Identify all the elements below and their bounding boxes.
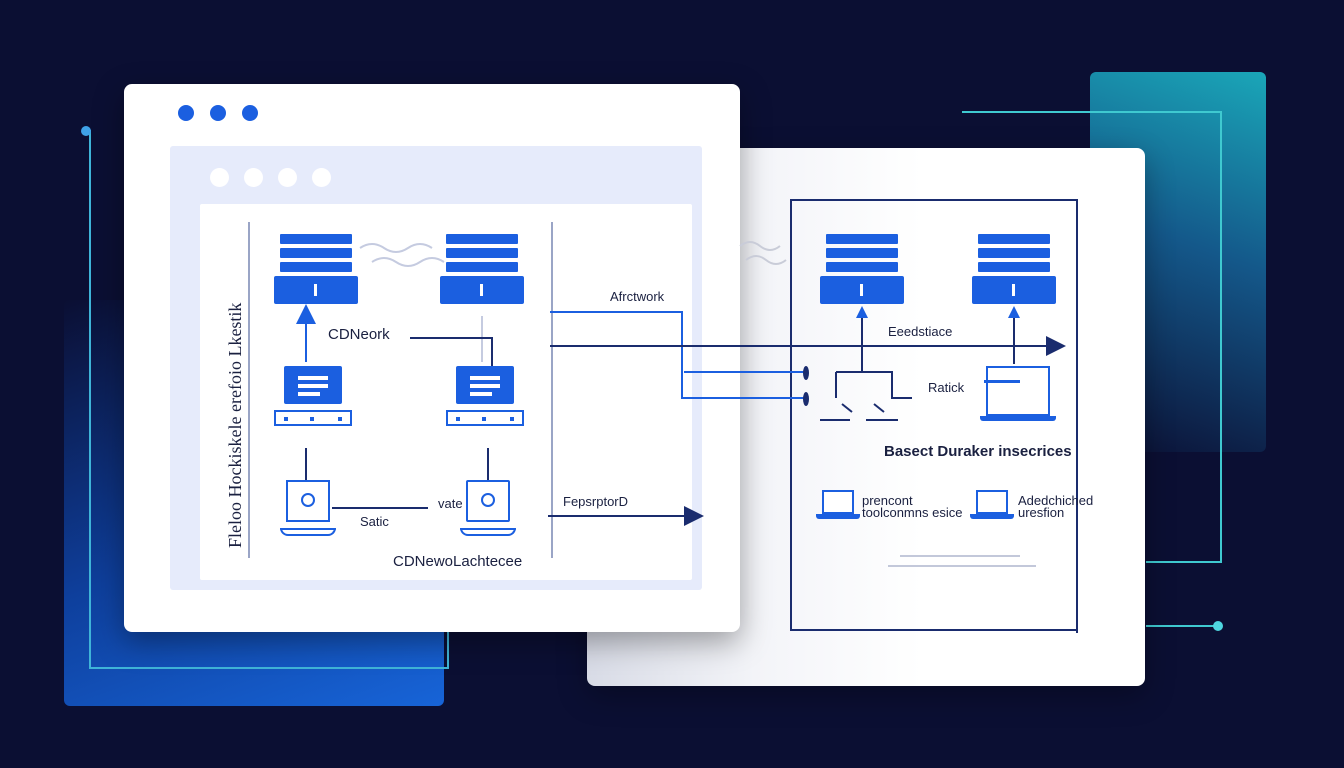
window-control-dot[interactable] bbox=[178, 105, 194, 121]
inner-window-dot bbox=[210, 168, 229, 187]
server-icon bbox=[440, 234, 524, 306]
server-icon bbox=[820, 234, 904, 306]
right-diagram-frame bbox=[790, 199, 1078, 631]
cdn-network-label: CDNeork bbox=[328, 326, 390, 343]
edge-service-label: Eeedstiace bbox=[888, 324, 953, 339]
inner-window-dot bbox=[278, 168, 297, 187]
workstation-icon bbox=[280, 480, 336, 542]
bottom-caption: CDNewoLachtecee bbox=[393, 553, 523, 570]
router-icon bbox=[446, 366, 524, 432]
left-window bbox=[124, 84, 740, 632]
legend-right-line2: uresfion bbox=[1018, 505, 1065, 520]
server-icon bbox=[972, 234, 1056, 306]
repository-label: FepsrptorD bbox=[563, 494, 629, 509]
right-diagram-frame-edge bbox=[1076, 199, 1078, 633]
window-control-dot[interactable] bbox=[210, 105, 226, 121]
vertical-side-label: Fleloo Hockiskele erefoio Lkestik bbox=[225, 302, 245, 548]
router-icon bbox=[274, 366, 352, 432]
divider-line bbox=[551, 222, 553, 558]
legend-left-line1: prencont bbox=[862, 493, 913, 508]
inner-window-dot bbox=[312, 168, 331, 187]
workstation-icon bbox=[460, 480, 516, 542]
vate-label: vate bbox=[438, 496, 463, 511]
rack-label: Ratick bbox=[928, 380, 965, 395]
server-icon bbox=[274, 234, 358, 306]
legend-left-line2: toolconmns esice bbox=[862, 505, 963, 520]
laptop-screen-line bbox=[984, 380, 1020, 383]
legend-right-line1: Adedchiched bbox=[1018, 493, 1094, 508]
architecture-label: Afrctwork bbox=[610, 289, 665, 304]
window-control-dot[interactable] bbox=[242, 105, 258, 121]
inner-window-dot bbox=[244, 168, 263, 187]
divider-line bbox=[248, 222, 250, 558]
static-label: Satic bbox=[360, 514, 389, 529]
main-caption: Basect Duraker insecrices bbox=[884, 443, 1072, 460]
